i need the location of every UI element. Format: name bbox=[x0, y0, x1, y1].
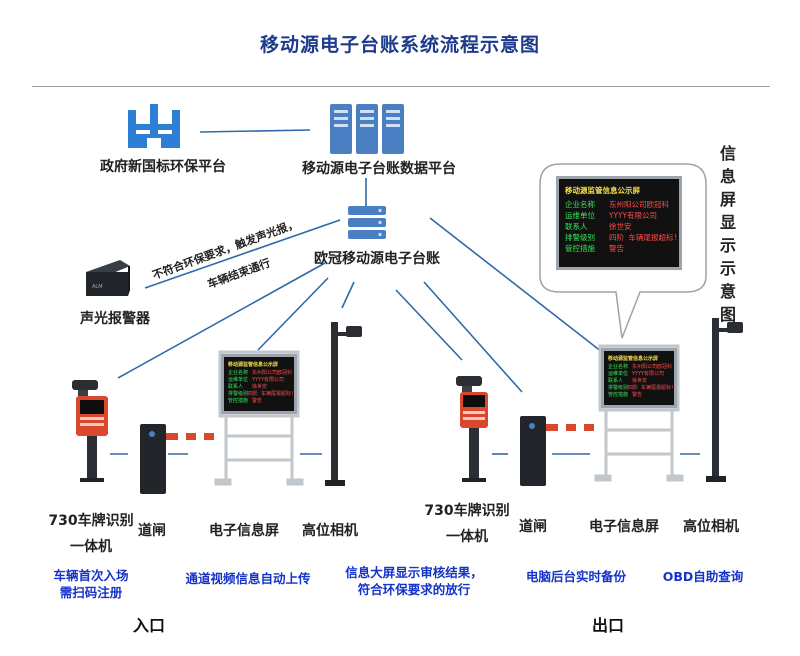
exit-hd-camera-label: 高位相机 bbox=[683, 519, 739, 535]
svg-text:ALM: ALM bbox=[92, 284, 103, 290]
info-screen-callout-label: 信息屏显示示意图 bbox=[719, 144, 736, 324]
note-first-entry: 车辆首次入场 需扫码注册 bbox=[53, 568, 129, 600]
info-screen-row: 排警级别四阶 车辆尾报超标! bbox=[565, 233, 679, 242]
gov-platform-label: 政府新国标环保平台 bbox=[100, 159, 226, 175]
title-divider bbox=[32, 86, 770, 87]
connector-lines bbox=[110, 129, 700, 455]
info-screen-row: 管控措施警告 bbox=[565, 244, 624, 253]
entry-hd-camera-label: 高位相机 bbox=[302, 523, 358, 539]
info-screen-header: 移动源监管信息公示屏 bbox=[565, 186, 640, 195]
entry-hd-camera-icon bbox=[325, 322, 362, 486]
server-rack-icon bbox=[330, 104, 404, 154]
info-screen-row: 联系人徐世安 bbox=[565, 222, 632, 231]
alarm-device-icon: ALM bbox=[86, 260, 130, 296]
government-building-icon bbox=[128, 104, 180, 148]
info-screen-row: 企业名称东州阳公司欧冠科 bbox=[565, 200, 669, 209]
exit-plate-camera-label: 730车牌识别 一体机 bbox=[424, 503, 510, 545]
entry-plate-camera-label: 730车牌识别 一体机 bbox=[48, 513, 134, 555]
entry-screen-label: 电子信息屏 bbox=[209, 523, 279, 539]
note-obd: OBD自助查询 bbox=[662, 569, 744, 584]
ledger-server-icon bbox=[348, 206, 386, 239]
entry-gate-label: 道闸 bbox=[138, 523, 166, 539]
entry-plate-camera-icon bbox=[72, 380, 108, 482]
ledger-server-label: 欧冠移动源电子台账 bbox=[314, 251, 440, 267]
exit-title: 出口 bbox=[592, 616, 625, 635]
data-platform-label: 移动源电子台账数据平台 bbox=[302, 161, 456, 177]
entrance-title: 入口 bbox=[133, 616, 166, 635]
note-review-result: 信息大屏显示审核结果， 符合环保要求的放行 bbox=[345, 565, 483, 597]
exit-gate-label: 道闸 bbox=[519, 519, 547, 535]
note-backup: 电脑后台实时备份 bbox=[525, 569, 626, 584]
entry-gate-icon bbox=[140, 424, 222, 494]
exit-gate-icon bbox=[520, 416, 600, 486]
note-video-upload: 通道视频信息自动上传 bbox=[185, 571, 311, 586]
alarm-label: 声光报警器 bbox=[80, 311, 150, 327]
exit-plate-camera-icon bbox=[456, 376, 488, 482]
page-title: 移动源电子台账系统流程示意图 bbox=[259, 34, 540, 56]
exit-screen-label: 电子信息屏 bbox=[589, 519, 659, 535]
exit-hd-camera-icon bbox=[706, 318, 743, 482]
